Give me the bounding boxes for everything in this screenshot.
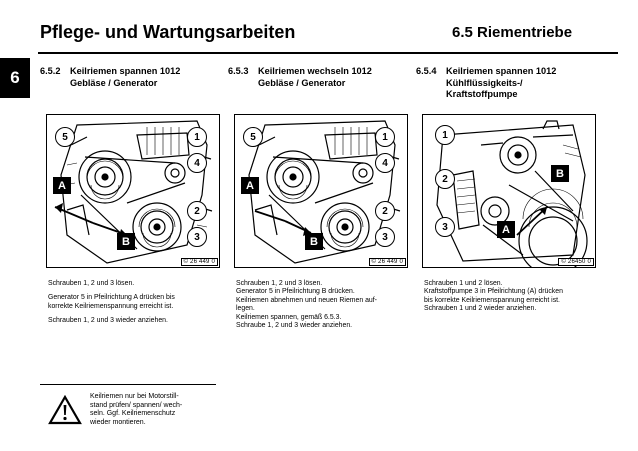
figure-id: © 26 449 0 [180, 258, 218, 266]
pump-drawing [436, 120, 588, 267]
callout-3: 3 [375, 227, 395, 247]
section-number: 6.5.3 [228, 66, 249, 76]
instruction-step: Schrauben 1 und 2 lösen. Kraftstoffpumpe… [424, 280, 563, 313]
instruction-step: Generator 5 in Pfeilrichtung A drücken b… [48, 294, 175, 310]
callout-2: 2 [187, 201, 207, 221]
warning-box: Keilriemen nur bei Motorstill- stand prü… [40, 384, 216, 433]
section-heading: 6.5 Riementriebe [452, 24, 573, 41]
chapter-tab: 6 [0, 58, 30, 98]
section-6-5-2: 6.5.2 Keilriemen spannen 1012 Gebläse / … [40, 66, 226, 324]
direction-label-a: A [53, 177, 71, 194]
callout-3: 3 [435, 217, 455, 237]
instructions: Schrauben 1, 2 und 3 lösen. Generator 5 … [236, 280, 408, 336]
warning-text: Keilriemen nur bei Motorstill- stand prü… [90, 393, 183, 426]
instructions: Schrauben 1, 2 und 3 lösen. Generator 5 … [48, 280, 220, 332]
figure-id: © 26450 0 [558, 258, 594, 266]
engine-illustration: 5 1 4 2 3 A B © 26 449 0 [234, 114, 408, 268]
callout-5: 5 [243, 127, 263, 147]
direction-label-b: B [551, 165, 569, 182]
section-title: Keilriemen spannen 1012 Kühlflüssigkeits… [446, 66, 557, 99]
section-header: 6.5.3 Keilriemen wechseln 1012 Gebläse /… [228, 66, 414, 89]
callout-1: 1 [435, 125, 455, 145]
section-title: Keilriemen wechseln 1012 Gebläse / Gener… [258, 66, 372, 88]
callout-1: 1 [375, 127, 395, 147]
instruction-step: Schrauben 1, 2 und 3 lösen. Generator 5 … [236, 280, 377, 330]
direction-label-b: B [305, 233, 323, 250]
section-number: 6.5.2 [40, 66, 61, 76]
pump-illustration: 1 2 3 B A © 26450 0 [422, 114, 596, 268]
callout-4: 4 [375, 153, 395, 173]
callout-2: 2 [435, 169, 455, 189]
direction-label-a: A [241, 177, 259, 194]
section-6-5-4: 6.5.4 Keilriemen spannen 1012 Kühlflüssi… [416, 66, 602, 312]
section-header: 6.5.4 Keilriemen spannen 1012 Kühlflüssi… [416, 66, 602, 101]
callout-3: 3 [187, 227, 207, 247]
engine-illustration: 5 1 4 2 3 A B © 26 449 0 [46, 114, 220, 268]
header-divider [38, 52, 618, 54]
instruction-step: Schrauben 1, 2 und 3 wieder anziehen. [48, 317, 168, 325]
section-number: 6.5.4 [416, 66, 437, 76]
callout-1: 1 [187, 127, 207, 147]
callout-4: 4 [187, 153, 207, 173]
figure-id: © 26 449 0 [368, 258, 406, 266]
callout-2: 2 [375, 201, 395, 221]
direction-label-a: A [497, 221, 515, 238]
section-title: Keilriemen spannen 1012 Gebläse / Genera… [70, 66, 181, 88]
instruction-step: Schrauben 1, 2 und 3 lösen. [48, 280, 135, 287]
page-title: Pflege- und Wartungsarbeiten [40, 22, 296, 42]
instructions: Schrauben 1 und 2 lösen. Kraftstoffpumpe… [424, 280, 596, 320]
warning-triangle-icon [48, 394, 82, 430]
section-header: 6.5.2 Keilriemen spannen 1012 Gebläse / … [40, 66, 226, 89]
direction-label-b: B [117, 233, 135, 250]
callout-5: 5 [55, 127, 75, 147]
section-6-5-3: 6.5.3 Keilriemen wechseln 1012 Gebläse /… [228, 66, 414, 329]
